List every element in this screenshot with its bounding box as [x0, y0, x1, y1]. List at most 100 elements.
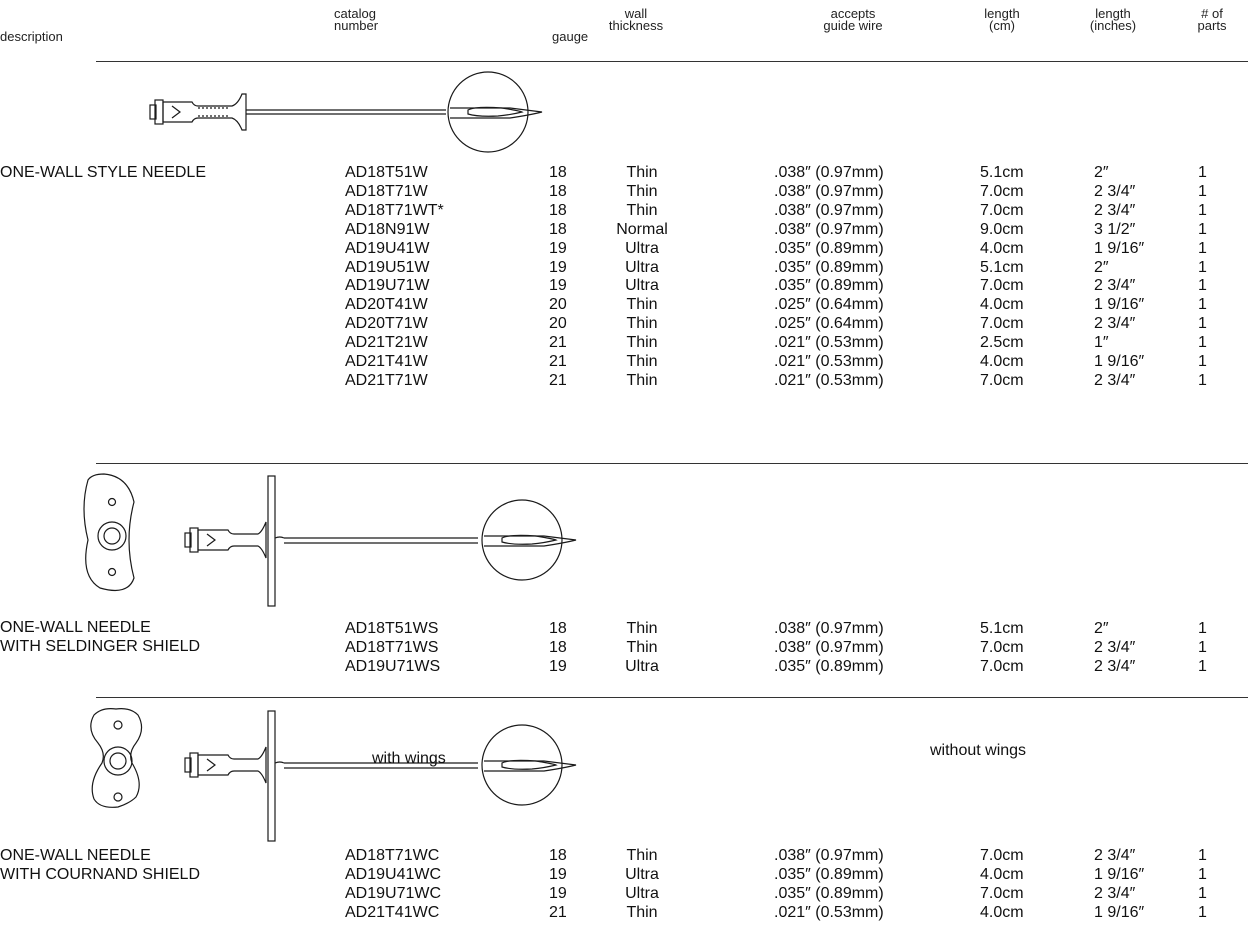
parts-count-cell: 1	[1198, 239, 1207, 257]
length-inches-cell: 2 3/4″	[1094, 315, 1136, 333]
wall-thickness-cell: Thin	[626, 296, 658, 314]
catalog-number-cell: AD20T71W	[345, 315, 428, 333]
header-wire-line2: guide wire	[823, 18, 883, 33]
wall-thickness-cell: Thin	[626, 315, 658, 333]
wall-thickness-cell: Ultra	[625, 258, 659, 276]
wall-thickness-cell: Thin	[626, 903, 658, 921]
catalog-number-cell: AD18T51W	[345, 164, 428, 181]
length-inches-cell: 1 9/16″	[1094, 353, 1145, 370]
gauge-cell: 21	[549, 353, 567, 370]
length-inches-cell: 1 9/16″	[1094, 865, 1145, 883]
catalog-number-cell: AD19U71WS	[345, 657, 441, 675]
needle-illustration-seldinger	[83, 473, 577, 607]
gauge-cell: 18	[549, 182, 567, 200]
gauge-cell: 19	[549, 277, 567, 295]
section-title-seldinger-line1: ONE-WALL NEEDLE	[0, 619, 151, 636]
gauge-cell: 20	[549, 315, 567, 333]
catalog-number-cell: AD18T71WS	[345, 638, 439, 656]
catalog-number-cell: AD18T71WT*	[345, 201, 444, 219]
catalog-number-cell: AD19U41W	[345, 239, 430, 257]
guide-wire-cell: .038″ (0.97mm)	[774, 164, 884, 181]
section-title-one-wall: ONE-WALL STYLE NEEDLE	[0, 164, 206, 181]
header-wall-line2: thickness	[608, 18, 664, 33]
header-length-in-line1: length	[1095, 6, 1131, 21]
length-cm-cell: 5.1cm	[980, 164, 1024, 181]
section-title-cournand-line1: ONE-WALL NEEDLE	[0, 847, 151, 864]
header-wall-line1: wall	[624, 6, 648, 21]
length-inches-cell: 3 1/2″	[1094, 220, 1136, 238]
gauge-cell: 18	[549, 638, 567, 656]
parts-count-cell: 1	[1198, 657, 1207, 675]
length-cm-cell: 7.0cm	[980, 638, 1024, 656]
wall-thickness-cell: Ultra	[625, 277, 659, 295]
parts-count-cell: 1	[1198, 865, 1207, 883]
parts-count-cell: 1	[1198, 296, 1207, 314]
catalog-number-cell: AD21T41W	[345, 353, 428, 370]
catalog-number-cell: AD19U41WC	[345, 865, 442, 883]
length-cm-cell: 7.0cm	[980, 315, 1024, 333]
length-cm-cell: 9.0cm	[980, 220, 1024, 238]
length-cm-cell: 7.0cm	[980, 201, 1024, 219]
guide-wire-cell: .035″ (0.89mm)	[774, 657, 884, 675]
guide-wire-cell: .035″ (0.89mm)	[774, 258, 884, 276]
gauge-cell: 18	[549, 847, 567, 864]
wall-thickness-cell: Thin	[626, 201, 658, 219]
length-cm-cell: 7.0cm	[980, 182, 1024, 200]
header-length-in-line2: (inches)	[1089, 18, 1137, 33]
length-cm-cell: 7.0cm	[980, 277, 1024, 295]
header-catalog-line2: number	[334, 18, 379, 33]
length-inches-cell: 1″	[1094, 334, 1109, 352]
length-cm-cell: 4.0cm	[980, 865, 1024, 883]
needle-illustration-cournand	[90, 708, 577, 842]
length-inches-cell: 1 9/16″	[1094, 239, 1145, 257]
guide-wire-cell: .038″ (0.97mm)	[774, 847, 884, 864]
catalog-number-cell: AD18T71W	[345, 182, 428, 200]
wall-thickness-cell: Ultra	[625, 865, 659, 883]
wall-thickness-cell: Ultra	[625, 239, 659, 257]
parts-count-cell: 1	[1198, 903, 1207, 921]
parts-count-cell: 1	[1198, 847, 1207, 864]
guide-wire-cell: .038″ (0.97mm)	[774, 620, 884, 637]
header-parts-line1: # of	[1201, 6, 1223, 21]
length-inches-cell: 2″	[1094, 620, 1109, 637]
length-cm-cell: 7.0cm	[980, 884, 1024, 902]
catalog-number-cell: AD19U71W	[345, 277, 430, 295]
wall-thickness-cell: Thin	[626, 353, 658, 370]
header-parts-line2: parts	[1197, 18, 1227, 33]
length-inches-cell: 2 3/4″	[1094, 201, 1136, 219]
gauge-cell: 20	[549, 296, 567, 314]
section-title-seldinger-line2: WITH SELDINGER SHIELD	[0, 638, 201, 655]
section-rule-1	[96, 463, 1248, 464]
length-cm-cell: 7.0cm	[980, 657, 1024, 675]
wall-thickness-cell: Ultra	[625, 657, 659, 675]
header-wire-line1: accepts	[830, 6, 876, 21]
length-inches-cell: 2 3/4″	[1094, 277, 1136, 295]
wall-thickness-cell: Thin	[626, 371, 658, 389]
gauge-cell: 19	[549, 657, 567, 675]
length-cm-cell: 5.1cm	[980, 620, 1024, 637]
gauge-cell: 21	[549, 903, 567, 921]
wall-thickness-cell: Thin	[626, 847, 658, 864]
gauge-cell: 18	[549, 220, 567, 238]
parts-count-cell: 1	[1198, 220, 1207, 238]
gauge-cell: 19	[549, 239, 567, 257]
catalog-number-cell: AD19U71WC	[345, 884, 442, 902]
guide-wire-cell: .025″ (0.64mm)	[774, 296, 884, 314]
parts-count-cell: 1	[1198, 258, 1207, 276]
parts-count-cell: 1	[1198, 371, 1207, 389]
parts-count-cell: 1	[1198, 164, 1207, 181]
length-inches-cell: 2 3/4″	[1094, 638, 1136, 656]
gauge-cell: 21	[549, 334, 567, 352]
length-cm-cell: 4.0cm	[980, 296, 1024, 314]
guide-wire-cell: .038″ (0.97mm)	[774, 201, 884, 219]
length-cm-cell: 4.0cm	[980, 353, 1024, 370]
